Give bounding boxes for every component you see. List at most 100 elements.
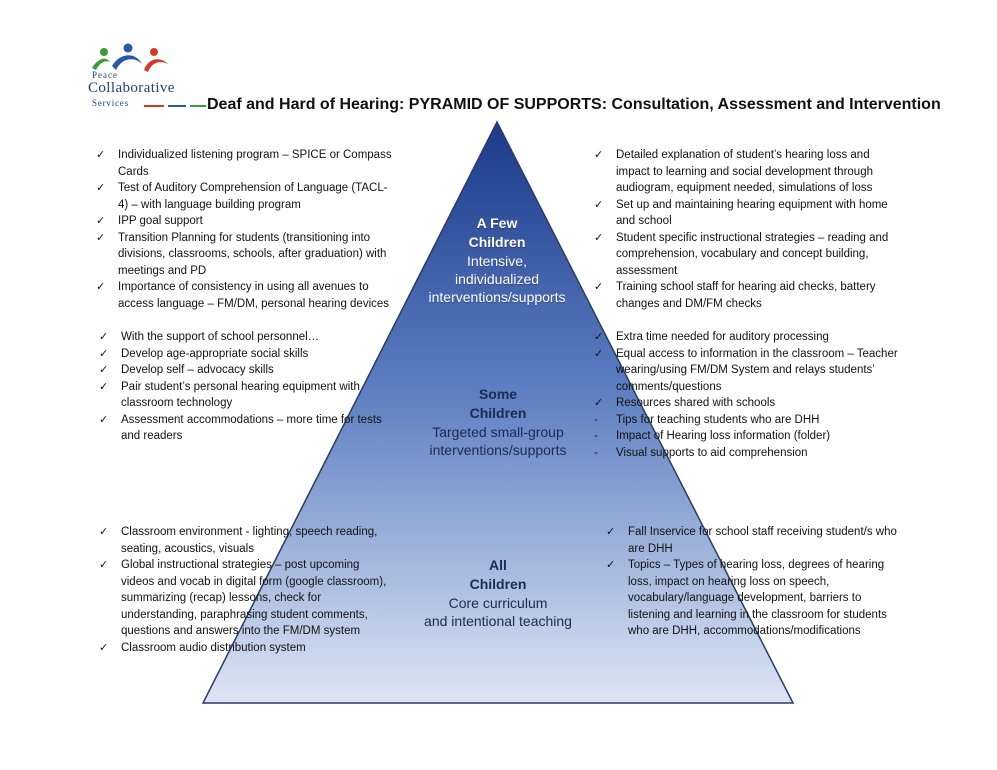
checklist-item-line: Resources shared with schools [616, 397, 776, 409]
pyramid-tier-all: All Children Core curriculum and intenti… [398, 556, 598, 630]
checklist-item: ✓ Topics – Types of hearing loss, degrees… [606, 557, 906, 640]
checkmark-icon: ✓ [96, 231, 106, 244]
checkmark-icon: ✓ [99, 641, 109, 654]
checkmark-icon: ✓ [606, 559, 616, 571]
tier-heading: A Few [476, 215, 518, 231]
checklist-item-line: Classroom audio distribution system [121, 641, 306, 654]
checklist-item-line: impact to learning and social developmen… [616, 165, 873, 178]
pyramid-shape [201, 120, 795, 704]
checkmark-icon: ✓ [99, 559, 109, 571]
checklist-item-line: audiogram, equipment needed, simulations… [616, 182, 873, 194]
checklist-item-line: are DHH [628, 542, 673, 555]
pyramid-tier-a-few: A Few Children Intensive, individualized… [407, 214, 587, 306]
tier-heading: Children [469, 405, 527, 421]
checklist-item: ✓ Fall Inservice for school staff receivi… [606, 524, 906, 557]
tier-description: individualized [454, 271, 540, 287]
checkmark-icon: ✓ [594, 347, 604, 360]
checklist-item-line: Extra time needed for auditory processin… [616, 331, 829, 343]
tier-description: interventions/supports [429, 442, 567, 458]
checklist-item-line: comprehension, vocabulary and concept bu… [616, 248, 869, 260]
checklist-item-line: Topics – Types of hearing loss, degrees … [628, 559, 885, 571]
middle-right-support-list: ✓ Extra time needed for auditory processi… [594, 329, 904, 412]
tier-heading: Some [478, 386, 518, 402]
checklist-item-line: Test of Auditory Comprehension of Langua… [118, 182, 388, 194]
checklist-item-line: Cards [118, 165, 149, 178]
checklist-item: ✓ Resources shared with schools [594, 395, 904, 412]
tier-description: Targeted small-group [432, 424, 564, 440]
checklist-item: ✓ Global instructional strategies – post … [99, 557, 391, 640]
checkmark-icon: ✓ [594, 149, 604, 161]
checklist-item-line: listening and learning in the classroom … [628, 608, 887, 621]
tier-description: and intentional teaching [424, 613, 572, 629]
checklist-item-line: Training school staff for hearing aid ch… [616, 281, 876, 293]
checklist-item: ✓ Classroom audio distribution system [99, 640, 391, 657]
checkmark-icon: ✓ [99, 413, 109, 426]
checklist-item-line: questions and answers into the FM/DM sys… [121, 625, 361, 637]
checkmark-icon: ✓ [606, 526, 616, 538]
checkmark-icon: ✓ [594, 231, 604, 244]
bottom-right-support-list: ✓ Fall Inservice for school staff receivi… [606, 524, 906, 640]
resource-item: -Visual supports to aid comprehension [594, 445, 904, 462]
checklist-item-line: access language – FM/DM, personal hearin… [118, 297, 390, 310]
checklist-item-line: Importance of consistency in using all a… [118, 281, 369, 293]
checkmark-icon: ✓ [96, 215, 106, 227]
checklist-item-line: wearing/using FM/DM System and relays st… [616, 364, 875, 376]
checkmark-icon: ✓ [594, 397, 604, 409]
checkmark-icon: ✓ [99, 331, 109, 343]
checklist-item-line: vocabulary/language development, barrier… [628, 592, 862, 604]
page-title: Deaf and Hard of Hearing: PYRAMID OF SUP… [207, 96, 941, 113]
checklist-item: ✓ Extra time needed for auditory processi… [594, 329, 904, 346]
checklist-item: ✓Develop self – advocacy skills [99, 362, 391, 379]
checklist-item-line: Develop age-appropriate social skills [121, 347, 309, 360]
checkmark-icon: ✓ [594, 331, 604, 343]
checklist-item-line: changes and DM/FM checks [616, 297, 762, 310]
checklist-item-line: Equal access to information in the class… [616, 347, 898, 360]
tier-description: Intensive, [467, 253, 527, 269]
checklist-item: ✓ Equal access to information in the clas… [594, 346, 904, 396]
middle-left-support-list: ✓With the support of school personnel…✓D… [99, 329, 391, 445]
checkmark-icon: ✓ [96, 182, 106, 194]
checklist-item-line: Fall Inservice for school staff receivin… [628, 526, 897, 538]
dash-bullet-icon: - [594, 430, 598, 442]
checklist-item-line: With the support of school personnel… [121, 331, 320, 343]
checklist-item-line: classroom technology [121, 397, 233, 409]
checklist-item: ✓ Student specific instructional strategi… [594, 230, 899, 280]
checklist-item-line: who are DHH, accommodations/modification… [628, 625, 861, 637]
tier-description: Core curriculum [448, 595, 548, 611]
tier-heading: Children [468, 234, 526, 250]
checklist-item: ✓Individualized listening program – SPIC… [96, 147, 396, 180]
checklist-item-line: IPP goal support [118, 215, 203, 227]
checklist-item-line: Detailed explanation of student’s hearin… [616, 149, 870, 161]
checklist-item-line: Global instructional strategies – post u… [121, 559, 360, 571]
checklist-item-line: Transition Planning for students (transi… [118, 231, 371, 244]
checklist-item-line: assessment [616, 264, 678, 277]
checklist-item-line: Student specific instructional strategie… [616, 231, 889, 244]
logo-text-peace: Peace [92, 70, 118, 80]
bottom-left-support-list: ✓Classroom environment - lighting, speec… [99, 524, 391, 656]
checklist-item-line: and readers [121, 430, 183, 442]
resources-sublist: - Tips for teaching students who are DHH -… [594, 412, 904, 462]
checklist-item: ✓Classroom environment - lighting, speec… [99, 524, 391, 557]
checkmark-icon: ✓ [99, 526, 109, 538]
checklist-item: ✓ With the support of school personnel… [99, 329, 391, 346]
logo-text-services: Services [92, 98, 129, 108]
logo-figures-icon [92, 43, 206, 107]
pyramid-tier-some: Some Children Targeted small-group inter… [402, 385, 594, 459]
checklist-item: ✓ Training school staff for hearing aid c… [594, 279, 899, 312]
top-right-support-list: ✓ Detailed explanation of student’s heari… [594, 147, 899, 312]
checklist-item: ✓ Detailed explanation of student’s heari… [594, 147, 899, 197]
top-left-support-list: ✓Individualized listening program – SPIC… [96, 147, 396, 312]
checklist-item: ✓Assessment accommodations – more time f… [99, 412, 391, 445]
checklist-item: ✓ IPP goal support [96, 213, 396, 230]
checklist-item-line: comments/questions [616, 380, 722, 393]
checkmark-icon: ✓ [594, 281, 604, 293]
resource-item-text: Impact of Hearing loss information (fold… [616, 430, 831, 442]
checklist-item-line: 4) – with language building program [118, 198, 301, 211]
checklist-item-line: divisions, classrooms, schools, after gr… [118, 248, 387, 260]
tier-heading: All [489, 557, 507, 573]
checkmark-icon: ✓ [594, 198, 604, 211]
resource-item-text: Tips for teaching students who are DHH [616, 413, 820, 426]
checkmark-icon: ✓ [99, 347, 109, 360]
resource-item-text: Visual supports to aid comprehension [616, 446, 808, 459]
